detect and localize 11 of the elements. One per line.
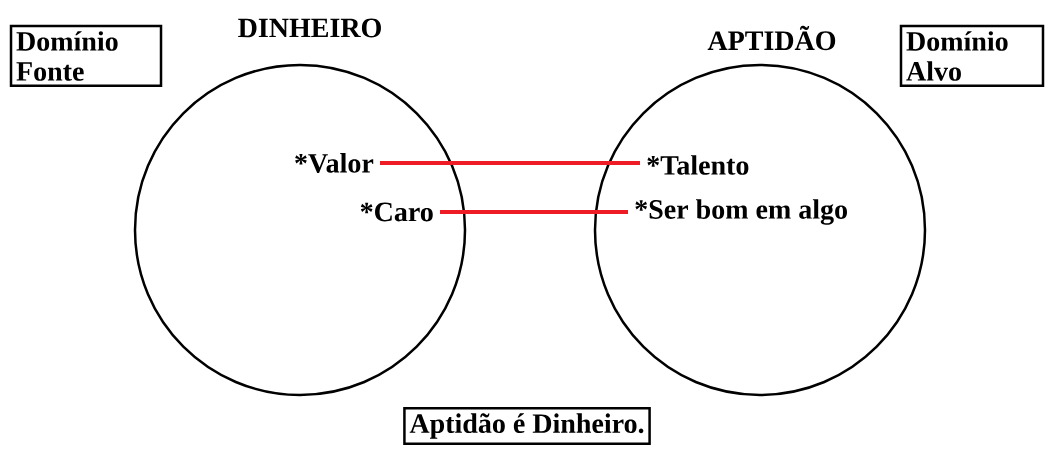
heading: DINHEIRO	[238, 18, 381, 38]
text-box: Aptidão é Dinheiro.	[403, 407, 651, 445]
connector-line	[440, 210, 628, 214]
connector-line	[380, 161, 640, 165]
list-item: *Valor	[295, 153, 374, 173]
list-item: *Caro	[360, 202, 433, 222]
heading: APTIDÃO	[707, 25, 836, 51]
text-box: Domínio Alvo	[899, 24, 1045, 88]
text-box: Domínio Fonte	[9, 24, 163, 88]
list-item: *Talento	[647, 155, 749, 175]
list-item: *Ser bom em algo	[635, 199, 847, 225]
